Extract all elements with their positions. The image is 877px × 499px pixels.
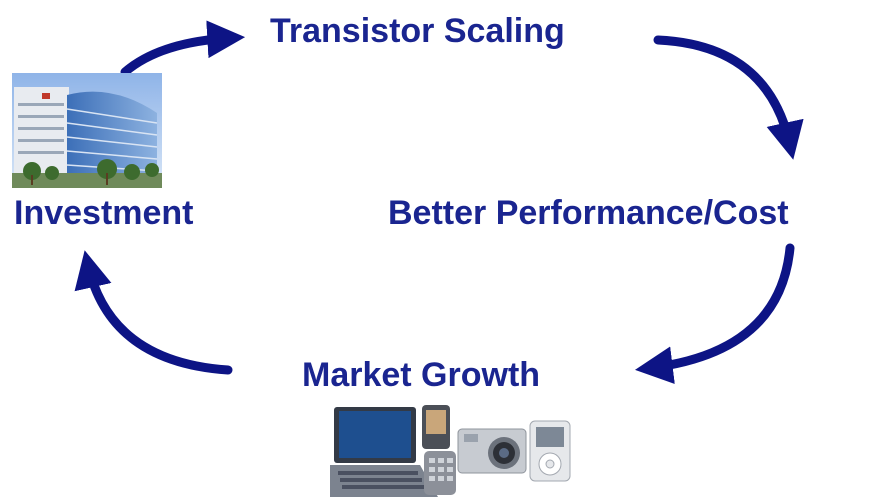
consumer-electronics-image [330,403,575,499]
arrow-market-to-investment [74,250,233,375]
music-player-icon [529,420,571,482]
arrow-performance-to-market [634,243,795,384]
arrow-scaling-to-performance [653,35,804,160]
node-investment: Investment [14,194,194,232]
laptop-icon [330,407,438,497]
office-building-image [12,73,162,188]
camera-icon [457,428,527,474]
node-better-performance-cost: Better Performance/Cost [388,194,789,232]
node-transistor-scaling: Transistor Scaling [270,12,565,50]
node-market-growth: Market Growth [302,356,541,394]
phone-icon [422,405,456,495]
arrow-investment-to-scaling [120,20,246,77]
